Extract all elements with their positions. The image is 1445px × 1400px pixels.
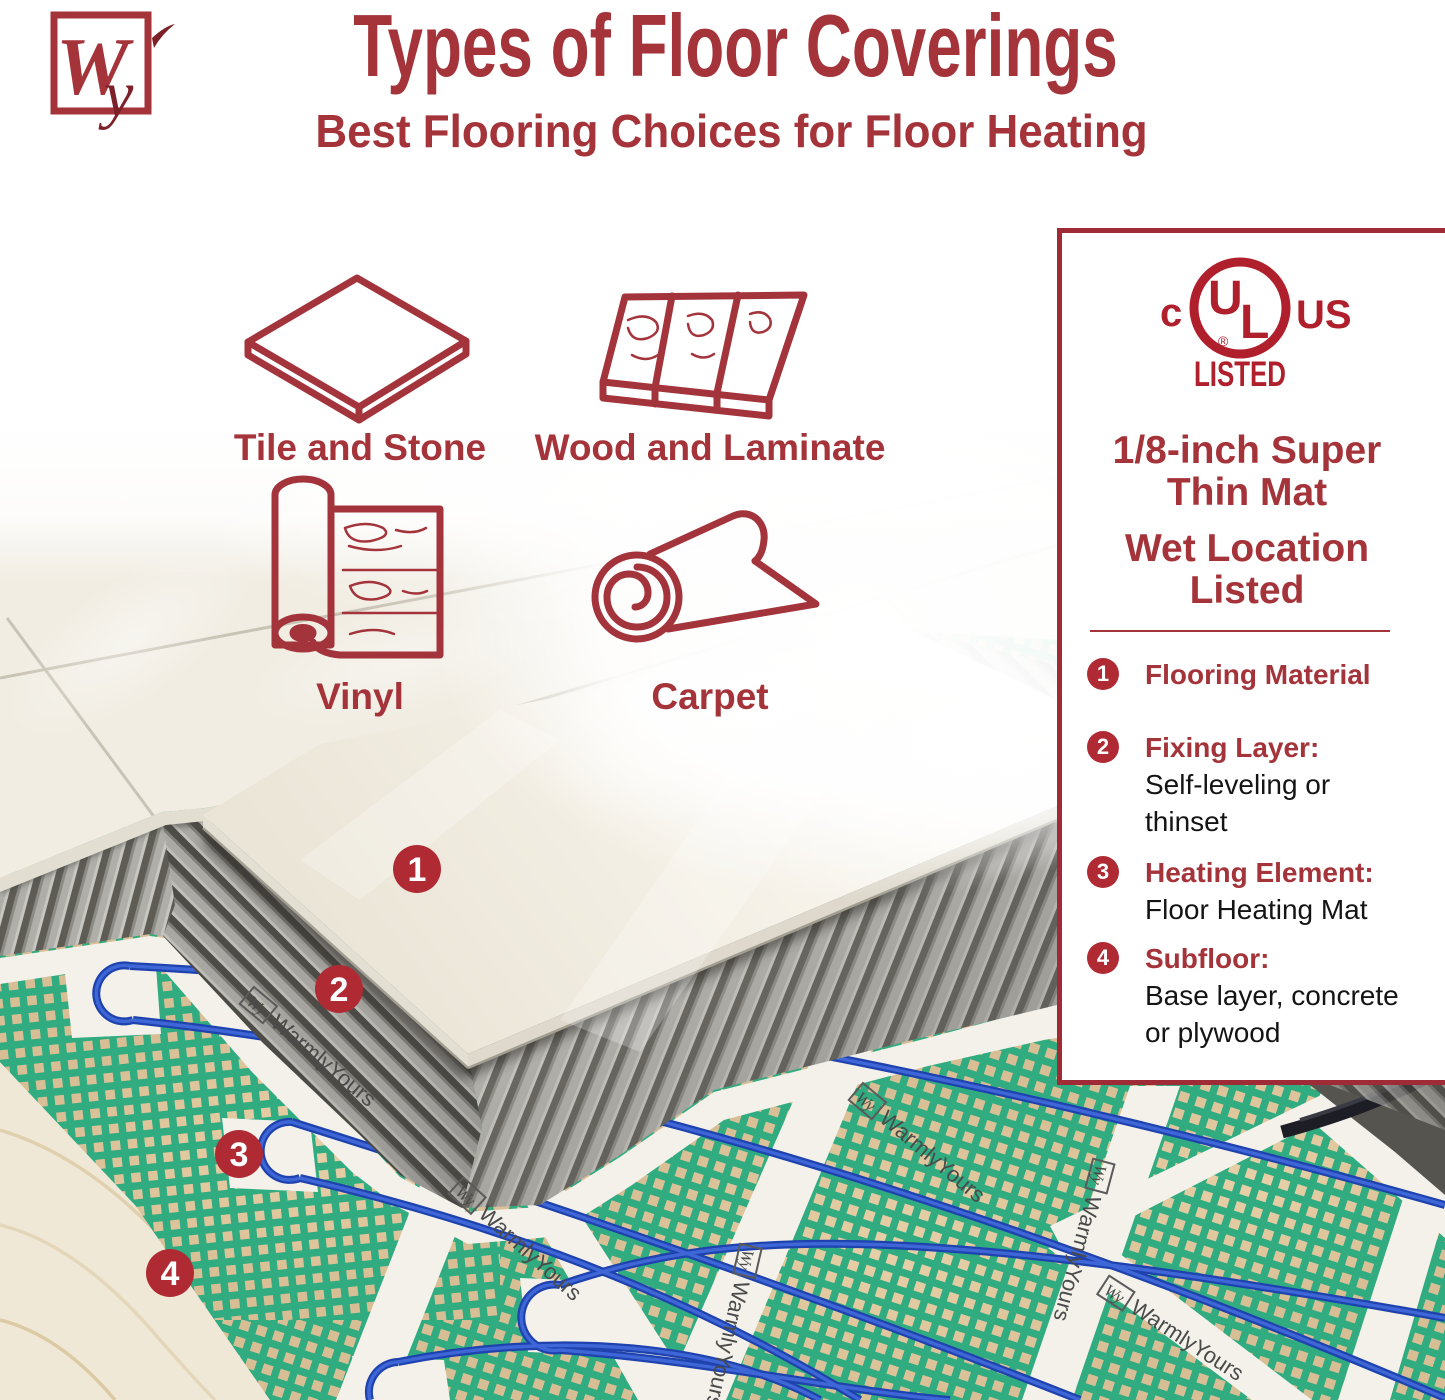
svg-text:y: y bbox=[98, 58, 134, 131]
svg-text:1: 1 bbox=[408, 851, 427, 889]
svg-text:L: L bbox=[1240, 296, 1269, 349]
svg-text:Wy: Wy bbox=[1087, 1163, 1111, 1188]
svg-text:4: 4 bbox=[161, 1255, 180, 1293]
svg-text:®: ® bbox=[1218, 333, 1229, 349]
svg-text:W: W bbox=[56, 21, 134, 112]
svg-text:c: c bbox=[1160, 291, 1182, 335]
svg-text:3: 3 bbox=[230, 1136, 249, 1174]
svg-text:US: US bbox=[1296, 293, 1352, 337]
svg-text:2: 2 bbox=[330, 971, 349, 1009]
svg-text:LISTED: LISTED bbox=[1194, 355, 1286, 394]
svg-text:U: U bbox=[1208, 272, 1243, 325]
svg-text:Wy: Wy bbox=[735, 1248, 758, 1272]
